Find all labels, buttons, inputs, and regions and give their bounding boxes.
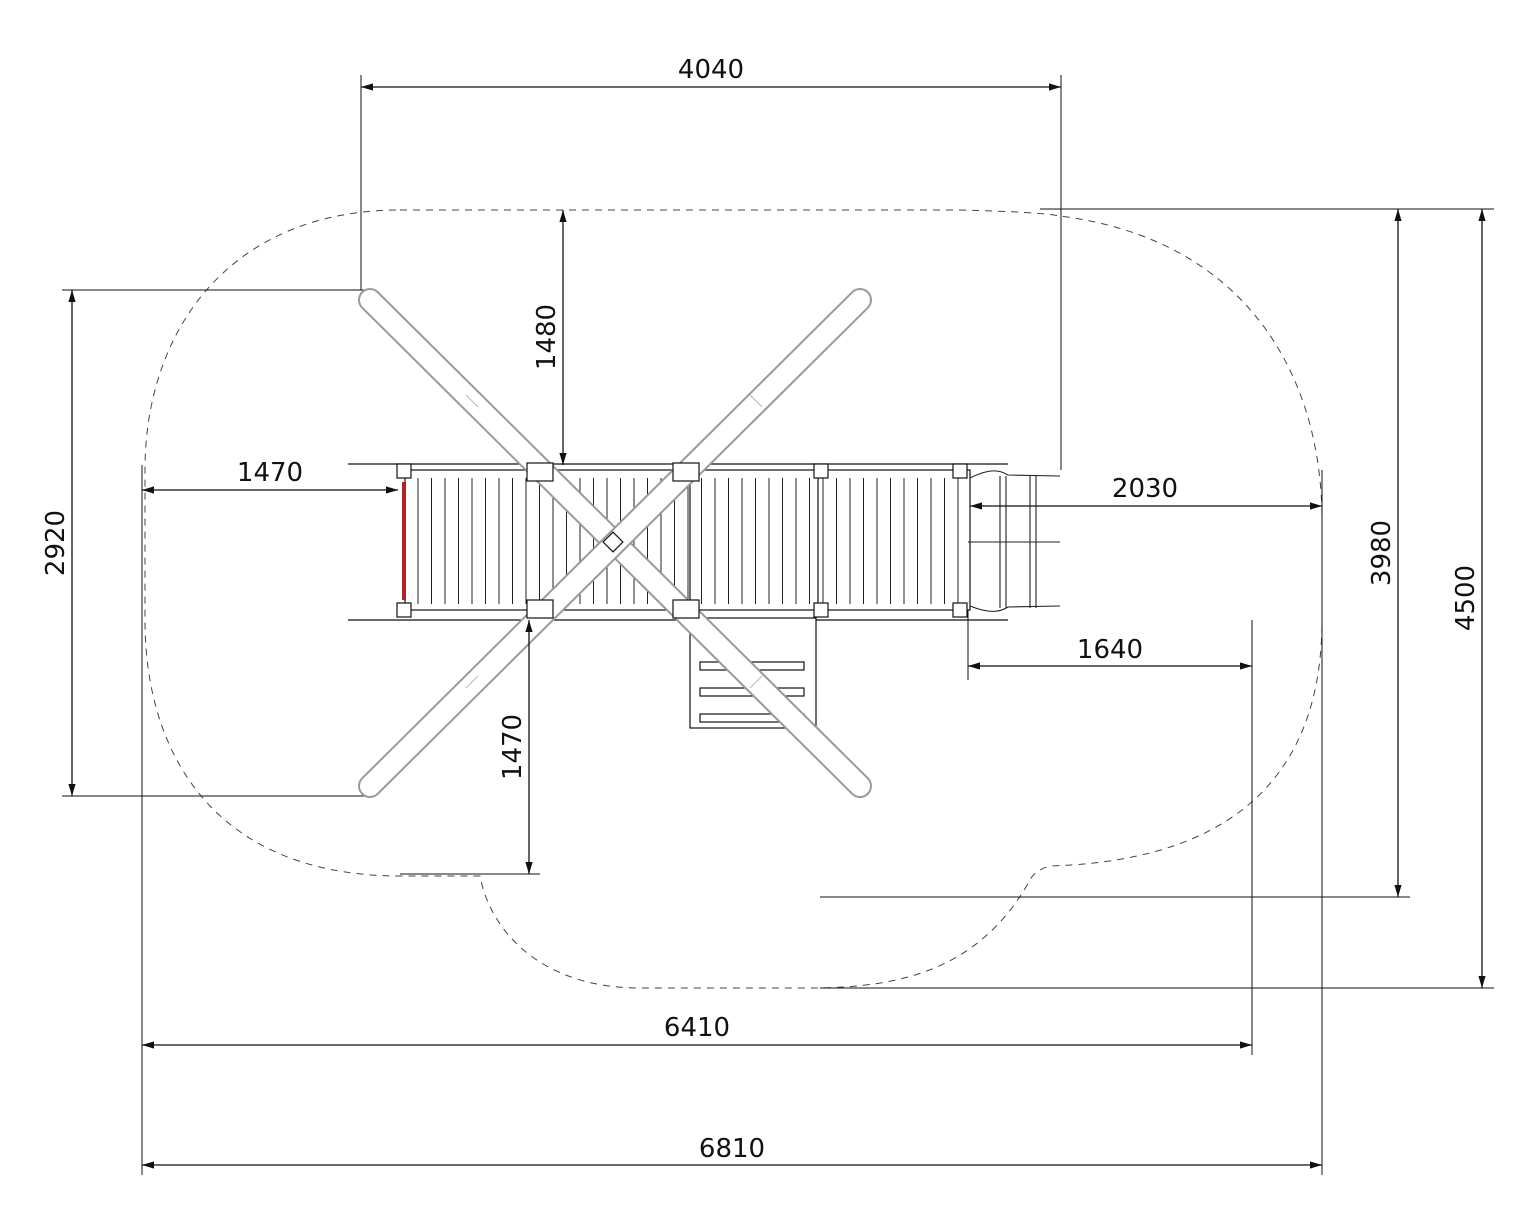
corner-post bbox=[396, 602, 412, 618]
cross-beams bbox=[358, 288, 872, 798]
dim-label-beam-span: 2920 bbox=[41, 510, 71, 576]
beam-bracket bbox=[526, 462, 554, 482]
safety-zone-outline bbox=[144, 209, 1323, 989]
dim-label-left-overhang: 1470 bbox=[237, 458, 303, 488]
dim-label-height-inner: 3980 bbox=[1367, 520, 1397, 586]
dim-label-right-overhang: 2030 bbox=[1112, 474, 1178, 504]
dim-label-width-inner: 6410 bbox=[664, 1013, 730, 1043]
dim-label-right-ladder-zone: 1640 bbox=[1077, 635, 1143, 665]
dim-label-overall-width: 6810 bbox=[699, 1134, 765, 1164]
corner-post bbox=[813, 602, 829, 618]
dim-label-height: 4500 bbox=[1451, 565, 1481, 631]
dim-label-deck-to-bottom: 1470 bbox=[498, 714, 528, 780]
dimension-lines bbox=[68, 83, 1486, 1169]
corner-post bbox=[396, 463, 412, 479]
corner-post bbox=[952, 463, 968, 479]
dim-label-beam-to-deck: 1480 bbox=[532, 304, 562, 370]
dimension-labels: 4040 1480 1470 2920 2030 1640 1470 3980 … bbox=[41, 55, 1481, 1164]
center-hub bbox=[602, 531, 624, 553]
beam-bracket bbox=[672, 599, 700, 619]
dim-label-top-width: 4040 bbox=[678, 55, 744, 85]
platform-deck bbox=[348, 463, 1008, 621]
corner-post bbox=[952, 602, 968, 618]
rope-ladder bbox=[968, 470, 1061, 612]
corner-post bbox=[813, 463, 829, 479]
beam-bracket bbox=[526, 599, 554, 619]
beam-bracket bbox=[672, 462, 700, 482]
